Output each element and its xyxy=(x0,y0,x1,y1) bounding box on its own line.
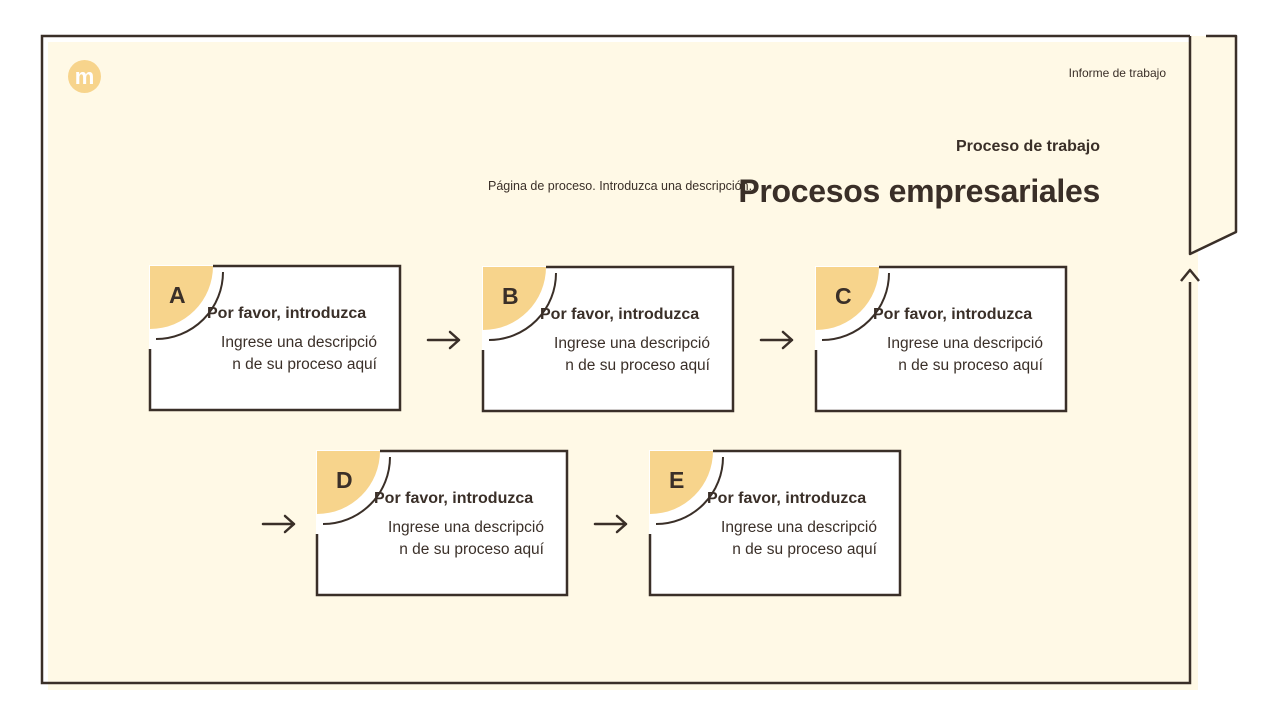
process-step-b: B Por favor, introduzca Ingrese una desc… xyxy=(481,265,735,413)
step-description: Ingrese una descripció n de su proceso a… xyxy=(538,333,710,377)
step-description-line: n de su proceso aquí xyxy=(565,357,710,374)
step-description: Ingrese una descripció n de su proceso a… xyxy=(705,517,877,561)
step-letter: A xyxy=(169,282,186,308)
step-description-line: n de su proceso aquí xyxy=(399,541,544,558)
step-description-line: Ingrese una descripció xyxy=(887,335,1043,352)
arrow-right-icon xyxy=(261,514,296,534)
arrow-right-icon xyxy=(759,330,794,350)
page-subtitle: Página de proceso. Introduzca una descri… xyxy=(488,179,753,193)
process-step-d: D Por favor, introduzca Ingrese una desc… xyxy=(315,449,569,597)
step-letter: E xyxy=(669,467,685,493)
process-step-a: A Por favor, introduzca Ingrese una desc… xyxy=(148,264,402,412)
page-title: Procesos empresariales xyxy=(738,173,1100,209)
step-description-line: Ingrese una descripció xyxy=(721,519,877,536)
step-heading: Por favor, introduzca xyxy=(873,306,1033,323)
step-heading: Por favor, introduzca xyxy=(707,490,867,507)
step-description-line: Ingrese una descripció xyxy=(388,519,544,536)
step-description: Ingrese una descripció n de su proceso a… xyxy=(205,332,377,376)
step-description: Ingrese una descripció n de su proceso a… xyxy=(372,517,544,561)
step-heading: Por favor, introduzca xyxy=(374,490,534,507)
step-letter: D xyxy=(336,467,353,493)
step-description-line: Ingrese una descripció xyxy=(554,335,710,352)
card-outline xyxy=(481,265,735,413)
step-heading: Por favor, introduzca xyxy=(207,305,367,322)
process-step-c: C Por favor, introduzca Ingrese una desc… xyxy=(814,265,1068,413)
section-kicker: Proceso de trabajo xyxy=(955,138,1100,155)
step-description: Ingrese una descripció n de su proceso a… xyxy=(871,333,1043,377)
arrow-right-icon xyxy=(593,514,628,534)
step-letter: B xyxy=(502,283,519,309)
card-outline xyxy=(814,265,1068,413)
brand-label: Informe de trabajo xyxy=(1068,66,1166,80)
card-outline xyxy=(648,449,902,597)
process-step-e: E Por favor, introduzca Ingrese una desc… xyxy=(648,449,902,597)
card-outline xyxy=(315,449,569,597)
step-description-line: Ingrese una descripció xyxy=(221,334,377,351)
step-description-line: n de su proceso aquí xyxy=(898,357,1043,374)
step-description-line: n de su proceso aquí xyxy=(232,356,377,373)
logo-letter: m xyxy=(74,63,95,89)
step-heading: Por favor, introduzca xyxy=(540,306,700,323)
logo-badge: m xyxy=(68,60,101,93)
card-outline xyxy=(148,264,402,412)
step-letter: C xyxy=(835,283,852,309)
step-description-line: n de su proceso aquí xyxy=(732,541,877,558)
arrow-right-icon xyxy=(426,330,461,350)
